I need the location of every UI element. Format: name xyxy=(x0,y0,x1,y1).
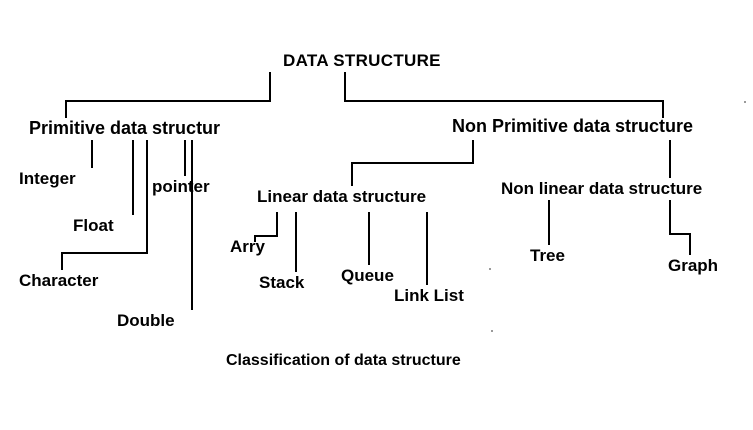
image-artifact-speck xyxy=(491,330,493,332)
node-double: Double xyxy=(117,311,175,330)
node-float: Float xyxy=(73,216,114,235)
node-non-linear-data-structure: Non linear data structure xyxy=(501,179,703,198)
edge-root-to-primitive xyxy=(65,72,271,118)
node-pointer: pointer xyxy=(152,177,210,196)
node-primitive-data-structure: Primitive data structur xyxy=(29,118,221,138)
node-character: Character xyxy=(19,271,99,290)
node-data-structure: DATA STRUCTURE xyxy=(283,51,441,70)
node-stack: Stack xyxy=(259,273,305,292)
edge-non-linear-to-graph xyxy=(669,200,691,255)
diagram-caption: Classification of data structure xyxy=(226,352,461,369)
edge-root-to-non-primitive xyxy=(344,72,664,118)
node-arry: Arry xyxy=(230,237,265,256)
node-non-primitive-data-structure: Non Primitive data structure xyxy=(452,116,694,136)
image-artifact-speck xyxy=(744,101,746,103)
node-queue: Queue xyxy=(341,266,394,285)
node-integer: Integer xyxy=(19,169,76,188)
node-graph: Graph xyxy=(668,256,719,275)
node-tree: Tree xyxy=(530,246,565,265)
edge-non-primitive-to-linear xyxy=(351,140,474,186)
edge-primitive-to-character xyxy=(61,140,148,270)
node-link-list: Link List xyxy=(394,286,464,305)
node-linear-data-structure: Linear data structure xyxy=(257,187,427,206)
image-artifact-speck xyxy=(489,268,491,270)
